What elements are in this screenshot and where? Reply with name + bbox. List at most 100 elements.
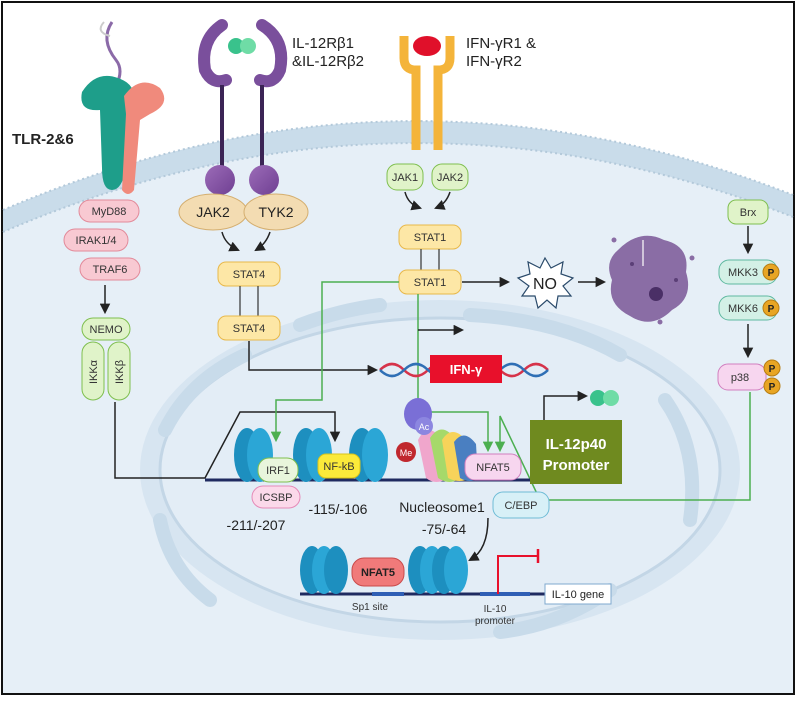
il10-repression-arrow [497, 555, 538, 594]
il12-ligand-left [228, 38, 244, 54]
tlr2-shape [81, 75, 134, 190]
promoter-output-arrow [543, 390, 589, 420]
site-75-label: -75/-64 [422, 521, 467, 537]
il10-gene-label: IL-10 gene [552, 589, 605, 601]
stat1-to-nfat5-arrow [417, 294, 494, 453]
il12-pathway: JAK2 TYK2 STAT4 STAT4 [178, 193, 379, 376]
il12p40-product-2 [603, 390, 619, 406]
mkk6-label: MKK6 [728, 303, 758, 315]
stat4-bottom-label: STAT4 [233, 323, 266, 335]
il12p40-promoter-label-1: IL-12p40 [546, 436, 607, 453]
cebp-box [492, 491, 550, 519]
jak2-ifng-label: JAK2 [437, 172, 463, 184]
p38-box [717, 363, 767, 391]
icsbp-box [251, 485, 301, 509]
tlr-to-nfkb-arrow [114, 402, 341, 479]
jak2-il12-label: JAK2 [196, 204, 230, 220]
mkk6-phospho [762, 299, 780, 317]
ifng-gene-box [430, 355, 502, 383]
ikkb-label: IKKβ [114, 360, 126, 384]
nemo-label: NEMO [90, 324, 123, 336]
p38-label: p38 [731, 372, 749, 384]
ifng-pathway: JAK1 JAK2 STAT1 STAT1 NO [270, 163, 695, 453]
p38-phospho-1-label: P [769, 364, 776, 375]
nucleosomes-upper [234, 428, 388, 482]
ikka-box [81, 341, 105, 401]
jak1-box [386, 163, 424, 191]
tlr6-shape [122, 82, 165, 194]
me-mark [396, 442, 416, 462]
il12p40-promoter-region: IRF1 NF-kB ICSBP -211/-207 -115/-106 Ac … [205, 390, 622, 562]
brx-box [727, 199, 769, 225]
tlr-pathway: MyD88 IRAK1/4 TRAF6 NEMO IKKα IKKβ [63, 199, 341, 479]
mkk3-label: MKK3 [728, 267, 758, 279]
il10-promoter-label-2: promoter [475, 616, 516, 627]
ikkb-box [107, 341, 131, 401]
stat1-top-label: STAT1 [414, 232, 447, 244]
ifng-gene: IFN-γ [379, 355, 549, 383]
stat1-to-irf1-arrow [270, 281, 399, 443]
no-burst [516, 256, 575, 310]
sp1-site-label: Sp1 site [352, 602, 389, 613]
ikka-label: IKKα [88, 359, 100, 384]
irf1-box [257, 457, 299, 483]
ifng-gene-label: IFN-γ [450, 362, 483, 377]
il12r-label-1: IL-12Rβ1 [292, 35, 354, 52]
il12p40-promoter-label-2: Promoter [543, 457, 610, 474]
mkk6-phospho-label: P [768, 304, 775, 315]
stat4-top [217, 261, 281, 287]
mapk-pathway: Brx MKK3 P MKK6 P p38 P P [494, 199, 781, 501]
stat1-top [398, 224, 462, 250]
il12r-label-2: &IL-12Rβ2 [292, 53, 364, 70]
stat4-bottom [217, 315, 281, 341]
nfat5-lower-label: NFAT5 [361, 567, 395, 579]
il10-promoter-label-1: IL-10 [484, 604, 507, 615]
nucleosomes-lower [300, 546, 468, 594]
p38-phospho-2 [763, 377, 781, 395]
jak1-label: JAK1 [392, 172, 418, 184]
tlr-label: TLR-2&6 [12, 131, 74, 148]
p38-phospho-1 [763, 359, 781, 377]
jak2-ifng-box [431, 163, 469, 191]
nucleosome1-complex: Ac Me Nucleosome1 [396, 398, 485, 515]
il10-gene-region: NFAT5 Sp1 site IL-10 promoter IL-10 gene [300, 546, 612, 627]
site-211-label: -211/-207 [227, 517, 286, 533]
nfkb-label: NF-kB [323, 461, 354, 473]
tyk2-label: TYK2 [258, 204, 293, 220]
dead-pathogen [609, 235, 695, 325]
stat4-to-ifng-arrow [248, 341, 379, 376]
nemo-box [81, 317, 131, 341]
no-label: NO [533, 276, 557, 293]
il12p40-promoter-box [530, 420, 622, 484]
p38-phospho-2-label: P [769, 382, 776, 393]
nfat5-label: NFAT5 [476, 462, 509, 474]
tyk2 [243, 193, 309, 231]
nfat5-lower-box [351, 557, 405, 587]
nucleosome1-label: Nucleosome1 [399, 499, 485, 515]
il12-ligand-right [240, 38, 256, 54]
brx-label: Brx [740, 207, 757, 219]
stat4-top-label: STAT4 [233, 269, 266, 281]
ac-mark [415, 417, 433, 435]
irak-box [63, 228, 129, 252]
nfat5-box [464, 453, 522, 481]
tlr-receptor: TLR-2&6 [12, 21, 165, 194]
cebp-label: C/EBP [504, 500, 537, 512]
il12p40-product-1 [590, 390, 606, 406]
mkk3-phospho [762, 263, 780, 281]
il10-gene-box [544, 583, 612, 605]
icsbp-label: ICSBP [259, 492, 292, 504]
ifng-ligand [413, 36, 441, 56]
myd88-box [78, 199, 140, 223]
ifngr-label-1: IFN-γR1 & [466, 35, 536, 52]
traf6-box [79, 257, 141, 281]
stat1-bottom-label: STAT1 [414, 277, 447, 289]
nfkb-box [317, 453, 361, 479]
ifngr-label-2: IFN-γR2 [466, 53, 522, 70]
ac-label: Ac [419, 422, 430, 432]
traf6-label: TRAF6 [93, 264, 128, 276]
mkk3-phospho-label: P [768, 268, 775, 279]
myd88-label: MyD88 [92, 206, 127, 218]
